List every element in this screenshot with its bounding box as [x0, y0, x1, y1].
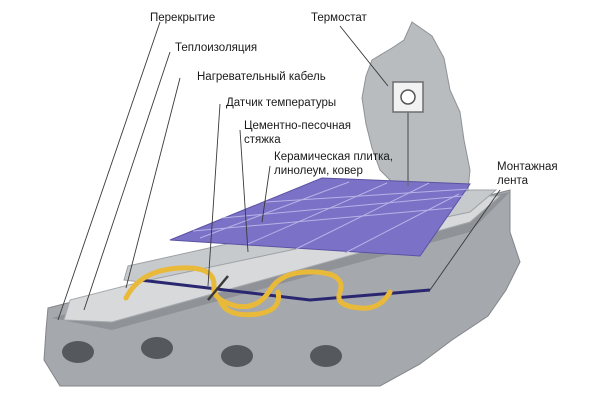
- house-icon: [433, 359, 453, 378]
- label-screed-line2: стяжка: [244, 134, 281, 146]
- watermark-line2: Советы: [460, 374, 506, 389]
- label-mounting-tape-line1: Монтажная: [497, 161, 558, 173]
- heating-cable: [123, 265, 393, 318]
- label-slab: Перекрытие: [150, 12, 216, 24]
- slab-hole: [62, 341, 94, 363]
- watermark-line1: Строительство: [460, 358, 551, 373]
- tile-surface: [169, 177, 471, 257]
- leader-lines: [57, 21, 501, 321]
- slab-hole: [221, 345, 253, 367]
- thermostat-dial: [400, 89, 416, 105]
- label-finish-line1: Керамическая плитка,: [274, 151, 393, 163]
- temperature-sensor: [207, 275, 229, 301]
- slab-hole: [141, 337, 173, 359]
- label-screed-line1: Цементно-песочная: [244, 120, 352, 132]
- tile-grid: [192, 181, 470, 254]
- label-temperature-sensor: Датчик температуры: [226, 97, 337, 109]
- label-heating-cable: Нагревательный кабель: [197, 71, 326, 83]
- slab-hole: [310, 345, 342, 367]
- label-thermostat: Термостат: [311, 12, 367, 24]
- label-insulation: Теплоизоляция: [175, 42, 258, 54]
- label-finish-line2: линолеум, ковер: [274, 165, 363, 177]
- label-mounting-tape-line2: лента: [497, 175, 528, 187]
